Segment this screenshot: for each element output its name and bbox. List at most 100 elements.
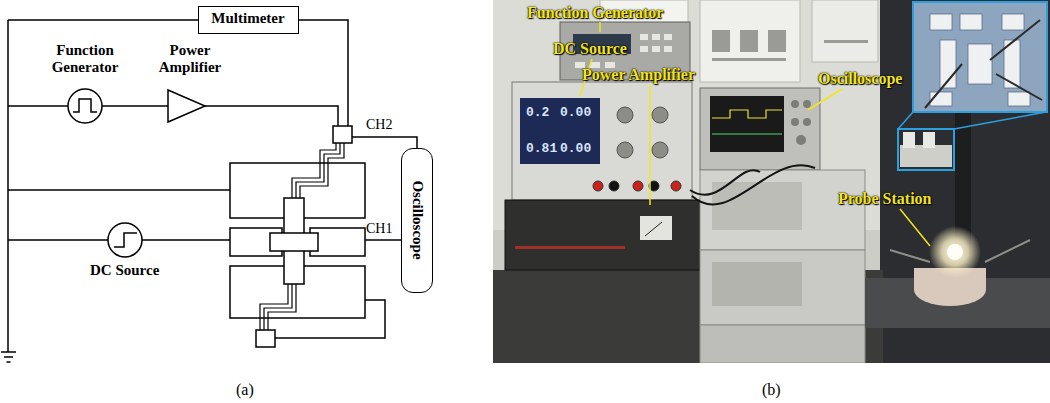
drawing-part bbox=[796, 135, 806, 145]
meter-needle bbox=[645, 222, 662, 236]
drawing-part bbox=[652, 46, 660, 52]
drawing-part bbox=[712, 58, 786, 61]
drawing-part bbox=[824, 40, 868, 43]
power-amplifier-body bbox=[505, 200, 700, 270]
drawing-part bbox=[640, 46, 648, 52]
probe-arm bbox=[890, 240, 1030, 262]
instrument-panel bbox=[712, 182, 802, 230]
node-label: Multimeter bbox=[199, 7, 298, 27]
eyepiece bbox=[923, 132, 935, 148]
drawing-part bbox=[633, 181, 643, 191]
drawing-part bbox=[803, 118, 811, 126]
dc-source-symbol bbox=[108, 223, 142, 257]
drawing-part bbox=[960, 14, 982, 30]
drawing-part bbox=[652, 142, 668, 158]
terminals bbox=[593, 181, 681, 191]
poster bbox=[812, 0, 878, 62]
dc-source-display bbox=[520, 98, 600, 164]
display-reading: 0.81 bbox=[526, 140, 557, 157]
schematic-wires bbox=[1, 20, 417, 362]
instrument-name: Function Generator bbox=[45, 42, 125, 76]
drawing-part bbox=[617, 107, 633, 123]
wire bbox=[8, 20, 348, 126]
amplifier-symbol bbox=[168, 90, 205, 122]
drawing-part bbox=[664, 46, 672, 52]
instrument-box bbox=[700, 250, 865, 325]
drawing-part bbox=[1002, 14, 1024, 30]
amplifier-meter bbox=[640, 216, 672, 240]
trace-line bbox=[292, 143, 344, 198]
wire bbox=[8, 189, 230, 191]
cable bbox=[690, 165, 815, 204]
panel-caption: (b) bbox=[762, 381, 781, 398]
gate-bar bbox=[270, 233, 318, 251]
node-label: Oscilloscope bbox=[409, 180, 426, 259]
drawing-part bbox=[593, 181, 603, 191]
leader-line bbox=[580, 22, 930, 246]
instrument-box bbox=[700, 170, 865, 250]
pulse-shape bbox=[73, 99, 97, 112]
drawing-part bbox=[791, 100, 799, 108]
dc-source-body bbox=[512, 82, 692, 200]
display-reading: 0.00 bbox=[560, 140, 591, 157]
drawing-part bbox=[609, 181, 619, 191]
panel-caption: (a) bbox=[236, 381, 254, 398]
amplifier-stripe bbox=[515, 246, 625, 249]
probe-pad bbox=[333, 126, 352, 143]
trace bbox=[712, 133, 782, 134]
step-shape bbox=[114, 233, 137, 247]
drawing-part bbox=[712, 30, 730, 52]
drawing-part bbox=[740, 30, 758, 52]
photo-callout: Oscilloscope bbox=[818, 70, 902, 87]
micrograph-pads bbox=[930, 14, 1030, 106]
poster bbox=[700, 0, 800, 82]
lamp bbox=[947, 244, 963, 260]
photo-callout: Function Generator bbox=[527, 4, 663, 21]
photo-callout: Power Amplifier bbox=[582, 66, 695, 83]
ground-symbol bbox=[1, 352, 16, 362]
drawing-part bbox=[968, 44, 992, 84]
source-symbols bbox=[68, 89, 205, 257]
lamp-glow bbox=[929, 226, 981, 278]
oscilloscope-body bbox=[700, 88, 820, 170]
drawing-part bbox=[930, 14, 952, 30]
probe-needle bbox=[925, 20, 1042, 108]
probe-pad bbox=[256, 330, 275, 347]
wire bbox=[7, 20, 9, 352]
display-reading: 0.2 bbox=[526, 104, 549, 121]
micrograph-inset bbox=[913, 2, 1047, 112]
instrument-name: Power Amplifier bbox=[150, 42, 230, 76]
drawing-part bbox=[664, 34, 672, 40]
pulse-source-symbol bbox=[68, 89, 102, 123]
zoom-frame bbox=[898, 129, 954, 170]
drawing-part bbox=[617, 142, 633, 158]
photo-callout: DC Source bbox=[553, 40, 627, 57]
lab-photo bbox=[493, 0, 1050, 363]
microscope-head bbox=[900, 145, 952, 167]
channel-name: CH1 bbox=[366, 220, 392, 237]
instrument-panel bbox=[712, 262, 802, 306]
photo-callout: Probe Station bbox=[838, 190, 931, 207]
drawing-part bbox=[640, 34, 648, 40]
drawing-part bbox=[652, 34, 660, 40]
channel-name: CH2 bbox=[366, 116, 392, 133]
oscilloscope-knobs bbox=[791, 100, 811, 145]
display-reading: 0.00 bbox=[560, 104, 591, 121]
drawing-part bbox=[803, 100, 811, 108]
oscilloscope-screen bbox=[710, 96, 784, 152]
device-layout bbox=[230, 126, 365, 347]
oscilloscope-box: Oscilloscope bbox=[401, 148, 433, 293]
photo-ground bbox=[493, 0, 1050, 363]
zoom-line bbox=[898, 112, 1046, 129]
instrument-box: Multimeter bbox=[198, 6, 299, 34]
drawing-part bbox=[671, 181, 681, 191]
dc-source-knobs bbox=[617, 107, 668, 158]
eyepiece bbox=[903, 132, 915, 148]
drawing-part bbox=[791, 118, 799, 126]
instrument-name: DC Source bbox=[90, 262, 159, 279]
trace-line bbox=[260, 284, 296, 330]
drawing-part bbox=[768, 30, 786, 52]
drawing-part bbox=[652, 107, 668, 123]
drawing-part bbox=[1008, 92, 1030, 106]
